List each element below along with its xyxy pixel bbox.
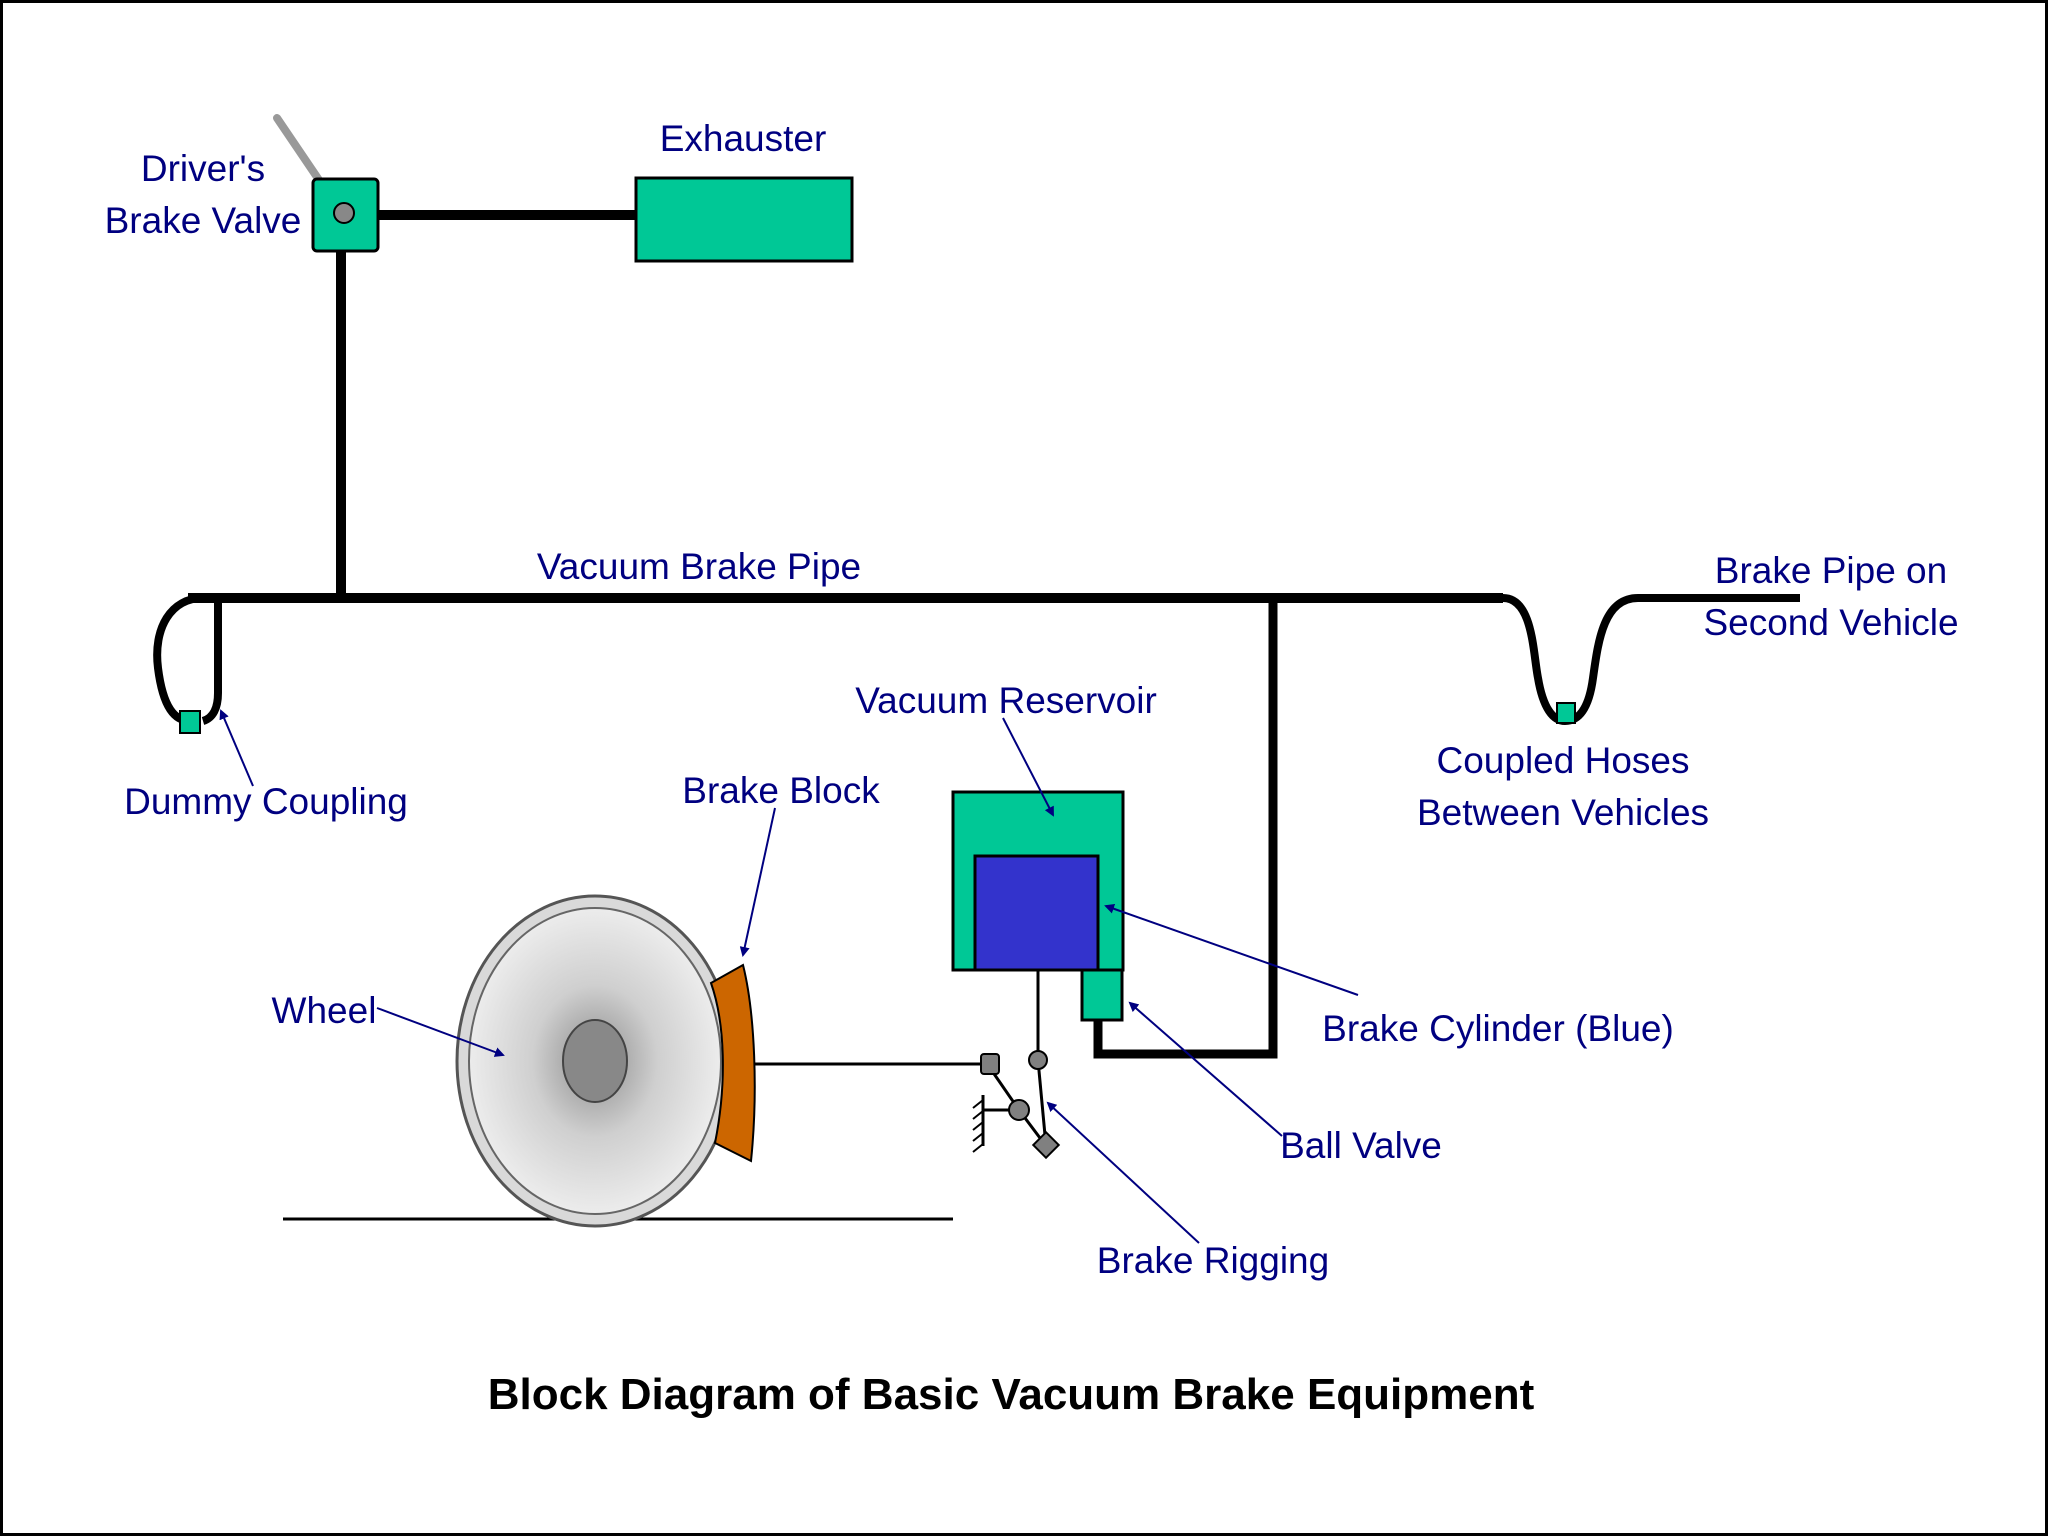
label-ball-valve: Ball Valve — [1280, 1125, 1442, 1166]
brake-block-shoe — [709, 963, 756, 1163]
label-vacuum-reservoir: Vacuum Reservoir — [855, 680, 1157, 721]
label-brake-pipe-second-vehicle-2: Second Vehicle — [1703, 602, 1958, 643]
label-wheel: Wheel — [272, 990, 377, 1031]
rigging-pin-cylinder — [1028, 1050, 1048, 1070]
arrow-brake-rigging — [1046, 1101, 1200, 1244]
rigging-pin-pivot — [1008, 1099, 1030, 1121]
brake-valve-pivot — [333, 202, 355, 224]
label-exhauster: Exhauster — [660, 118, 827, 159]
arrow-brake-cylinder — [1104, 903, 1359, 996]
brake-cylinder-block — [973, 854, 1100, 972]
vacuum-brake-diagram: Driver's Brake Valve Exhauster Vacuum Br… — [105, 114, 1959, 1419]
arrow-vacuum-reservoir — [1002, 717, 1054, 817]
label-brake-pipe-second-vehicle-1: Brake Pipe on — [1715, 550, 1947, 591]
coupled-hoses-joint — [1556, 702, 1576, 724]
label-drivers-brake-valve-2: Brake Valve — [105, 200, 302, 241]
label-dummy-coupling: Dummy Coupling — [124, 781, 408, 822]
dummy-coupling-block — [179, 710, 201, 734]
label-vacuum-brake-pipe: Vacuum Brake Pipe — [537, 546, 861, 587]
rigging-pin-lower — [1031, 1130, 1061, 1160]
arrow-brake-block — [739, 807, 776, 957]
label-brake-cylinder: Brake Cylinder (Blue) — [1322, 1008, 1674, 1049]
wheel-hub — [562, 1019, 628, 1103]
ball-valve-block — [1080, 968, 1124, 1022]
leader-arrows — [219, 709, 1359, 1244]
label-coupled-hoses-1: Coupled Hoses — [1437, 740, 1690, 781]
anchor-hatch — [972, 1099, 984, 1153]
label-coupled-hoses-2: Between Vehicles — [1417, 792, 1709, 833]
arrow-wheel — [376, 1007, 505, 1057]
reservoir-branch-pipe — [1093, 598, 1278, 1059]
rigging-lever-c — [1036, 1059, 1048, 1147]
rigging-pin-pullrod — [980, 1053, 1000, 1075]
dummy-coupling-hose — [153, 594, 222, 725]
arrow-ball-valve — [1128, 1001, 1283, 1137]
exhauster-block — [634, 176, 854, 263]
diagram-title: Block Diagram of Basic Vacuum Brake Equi… — [488, 1370, 1535, 1419]
label-brake-rigging: Brake Rigging — [1097, 1240, 1329, 1281]
label-brake-block: Brake Block — [682, 770, 880, 811]
label-drivers-brake-valve-1: Driver's — [141, 148, 265, 189]
arrow-dummy-coupling — [219, 709, 254, 787]
